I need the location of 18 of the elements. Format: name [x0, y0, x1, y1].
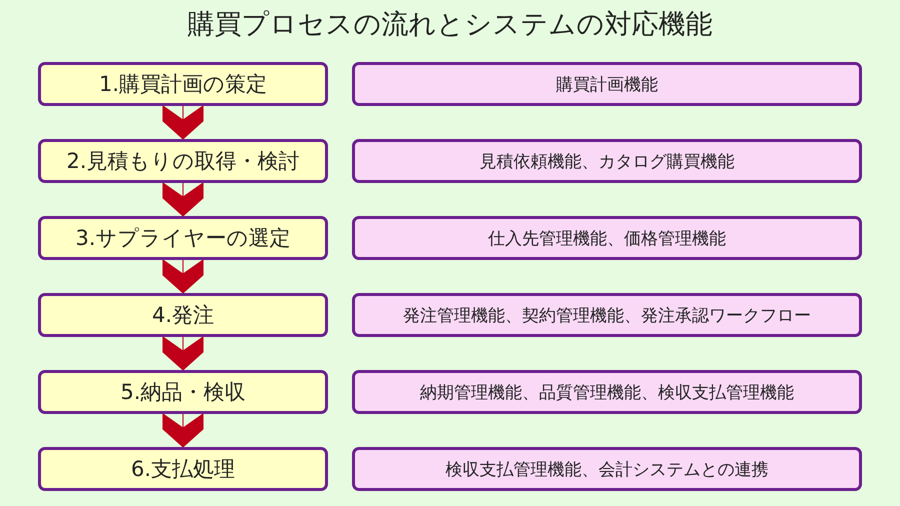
process-step-box: 5.納品・検収 [38, 370, 328, 414]
chevron-arrow [162, 336, 204, 371]
process-step-box: 4.発注 [38, 293, 328, 337]
function-box: 納期管理機能、品質管理機能、検収支払管理機能 [352, 370, 862, 414]
chevron-arrow [162, 413, 204, 448]
chevron-arrow [162, 259, 204, 294]
title: 購買プロセスの流れとシステムの対応機能 [186, 8, 714, 42]
process-step-box: 6.支払処理 [38, 447, 328, 491]
function-box: 仕入先管理機能、価格管理機能 [352, 216, 862, 260]
process-step-box: 1.購買計画の策定 [38, 62, 328, 106]
chevron-arrow [162, 105, 204, 140]
function-box: 購買計画機能 [352, 62, 862, 106]
function-box: 発注管理機能、契約管理機能、発注承認ワークフロー [352, 293, 862, 337]
chevron-arrow [162, 182, 204, 217]
process-step-box: 3.サプライヤーの選定 [38, 216, 328, 260]
function-box: 見積依頼機能、カタログ購買機能 [352, 139, 862, 183]
function-box: 検収支払管理機能、会計システムとの連携 [352, 447, 862, 491]
process-step-box: 2.見積もりの取得・検討 [38, 139, 328, 183]
